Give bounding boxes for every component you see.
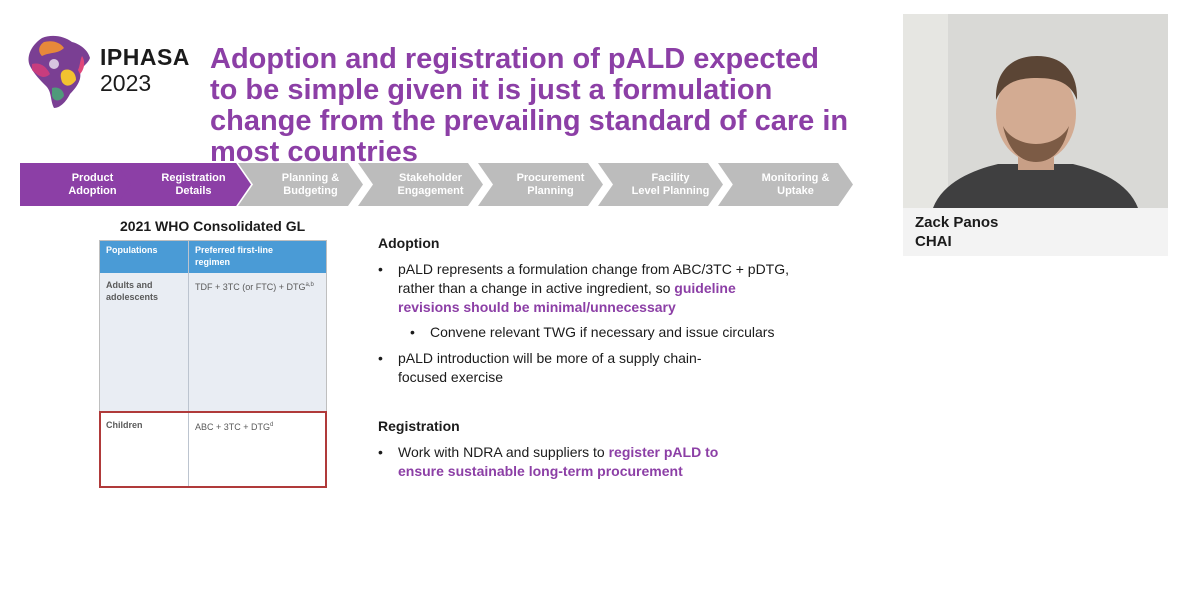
- africa-logo-icon: [28, 35, 90, 109]
- step-planning-budgeting: Planning &Budgeting: [238, 163, 363, 206]
- step-monitoring-uptake: Monitoring &Uptake: [718, 163, 853, 206]
- children-row-highlight: Children ABC + 3TC + DTGd: [99, 411, 327, 488]
- row-children-regimen: ABC + 3TC + DTGd: [195, 422, 274, 432]
- header-regimen: Preferred first-line regimen: [195, 245, 274, 267]
- row-children-population: Children: [106, 420, 143, 430]
- table-title: 2021 WHO Consolidated GL: [120, 218, 306, 234]
- speaker-name-strip: [903, 208, 1168, 256]
- adoption-sub-bullet: •Convene relevant TWG if necessary and i…: [410, 324, 775, 340]
- speaker-org: CHAI: [915, 233, 952, 250]
- table-header-row: [100, 241, 326, 273]
- row-adults-population: Adults and adolescents: [106, 280, 159, 302]
- adoption-heading: Adoption: [378, 235, 440, 251]
- adoption-bullet-1: •pALD represents a formulation change fr…: [378, 261, 790, 315]
- slide-title: Adoption and registration of pALD expect…: [210, 43, 849, 168]
- logo-year: 2023: [100, 70, 152, 96]
- speaker-video-image: [903, 14, 1168, 208]
- row-adults-regimen: TDF + 3TC (or FTC) + DTGa,b: [195, 282, 314, 292]
- registration-heading: Registration: [378, 418, 460, 434]
- header-populations: Populations: [106, 245, 158, 255]
- registration-bullet-1: •Work with NDRA and suppliers to registe…: [378, 444, 719, 479]
- column-divider: [188, 241, 189, 487]
- adoption-bullet-2: •pALD introduction will be more of a sup…: [378, 350, 702, 385]
- logo-name: IPHASA: [100, 44, 190, 70]
- speaker-video-tile: Zack Panos CHAI: [903, 14, 1168, 256]
- speaker-name: Zack Panos: [915, 214, 999, 231]
